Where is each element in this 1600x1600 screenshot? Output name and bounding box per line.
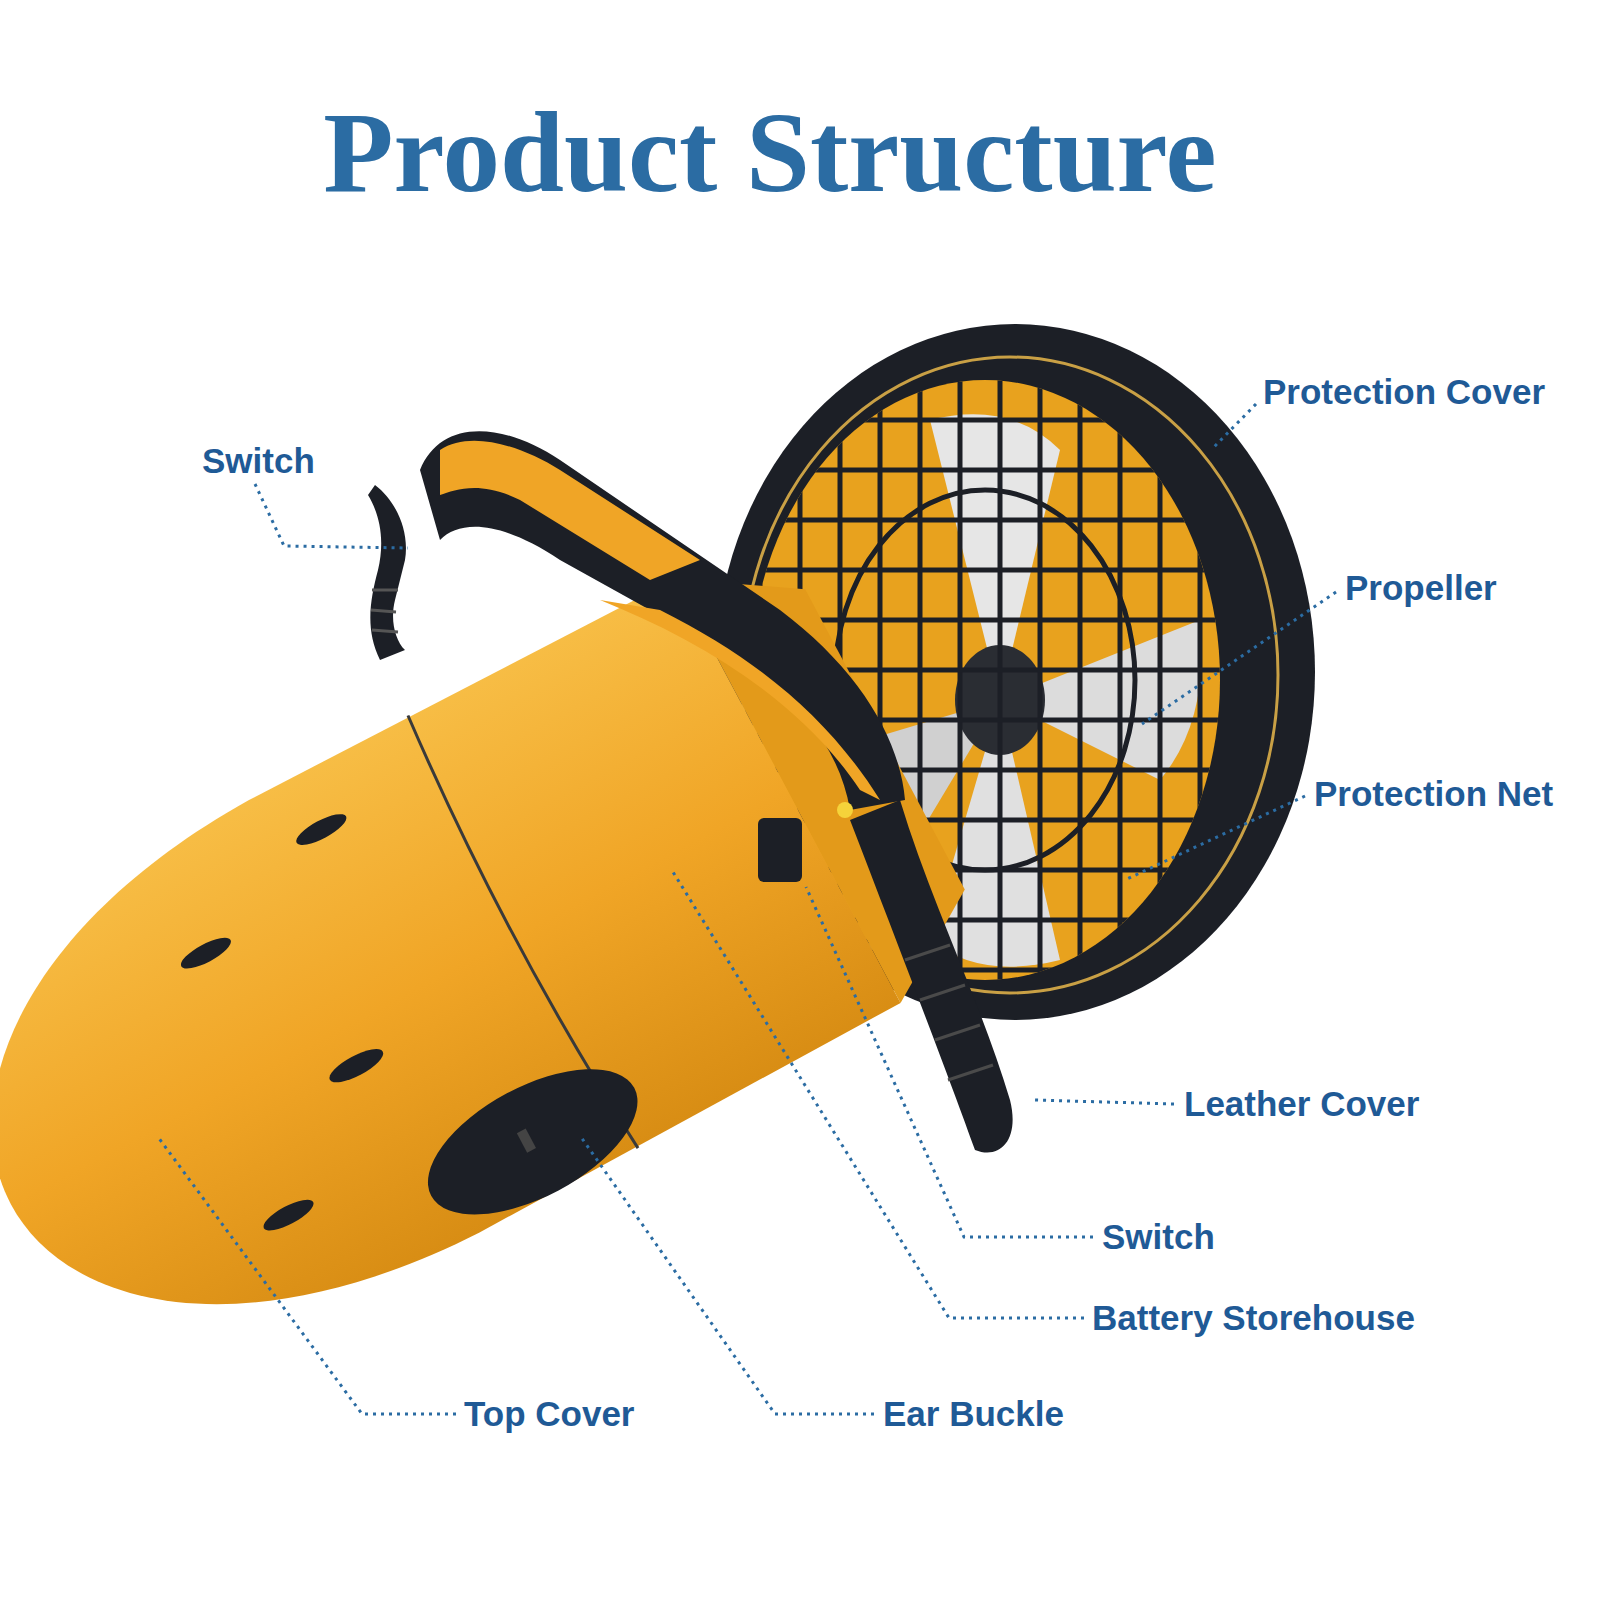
part-label: Switch: [1102, 1216, 1215, 1258]
part-label: Switch: [202, 440, 315, 482]
leader-lines: [158, 404, 1336, 1414]
part-label: Ear Buckle: [883, 1393, 1064, 1435]
part-label: Protection Net: [1314, 773, 1553, 815]
part-label: Top Cover: [464, 1393, 634, 1435]
part-label: Leather Cover: [1184, 1083, 1419, 1125]
part-label: Protection Cover: [1263, 371, 1545, 413]
part-label: Battery Storehouse: [1092, 1297, 1415, 1339]
part-label: Propeller: [1345, 567, 1497, 609]
diagram-title: Product Structure: [323, 90, 1216, 217]
